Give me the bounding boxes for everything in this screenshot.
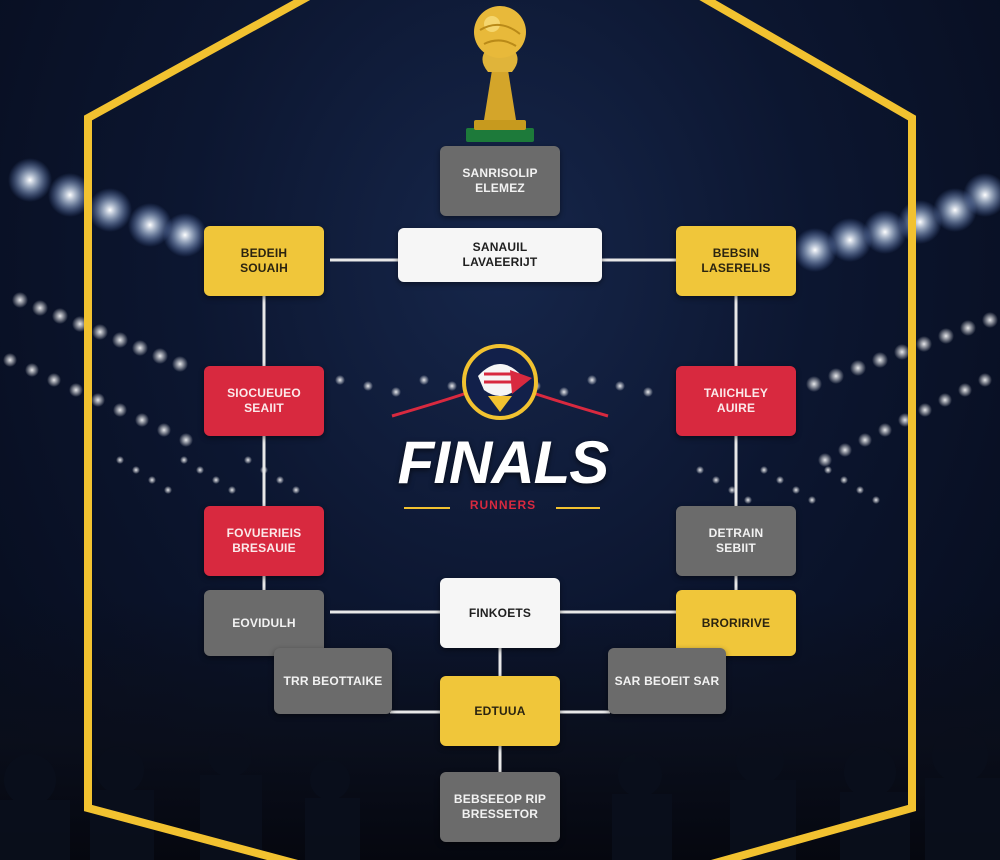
right-yellow-box-2[interactable]: BRORIRIVE: [676, 590, 796, 656]
trophy-icon: [466, 6, 534, 142]
finals-title: FINALS: [397, 429, 610, 496]
left-yellow-top-box[interactable]: BEDEIH SOUAIH: [204, 226, 324, 296]
left-red-box-2[interactable]: FOVUERIEIS BRESAUIE: [204, 506, 324, 576]
right-gray-box-1[interactable]: DETRAIN SEBIIT: [676, 506, 796, 576]
hexagon-border: [84, 0, 916, 860]
finals-emblem-icon: [391, 344, 609, 420]
bottom-white-box[interactable]: FINKOETS: [440, 578, 560, 648]
champion-box[interactable]: SANRISOLIP ELEMEZ: [440, 146, 560, 216]
bottom-gray-box[interactable]: BEBSEEOP RIP BRESSETOR: [440, 772, 560, 842]
right-yellow-top-box[interactable]: BEBSIN LASERELIS: [676, 226, 796, 296]
bottom-yellow-box[interactable]: EDTUUA: [440, 676, 560, 746]
left-red-box-1[interactable]: SIOCUEUEO SEAIIT: [204, 366, 324, 436]
right-gray-box-2[interactable]: SAR BEOEIT SAR: [608, 648, 726, 714]
left-gray-box-1[interactable]: EOVIDULH: [204, 590, 324, 656]
right-red-box[interactable]: TAIICHLEY AUIRE: [676, 366, 796, 436]
top-final-box[interactable]: SANAUIL LAVAEERIJT: [398, 228, 602, 282]
finals-subtitle: RUNNERS: [469, 498, 537, 512]
left-gray-box-2[interactable]: TRR BEOTTAIKE: [274, 648, 392, 714]
bracket-connectors: [262, 258, 738, 772]
